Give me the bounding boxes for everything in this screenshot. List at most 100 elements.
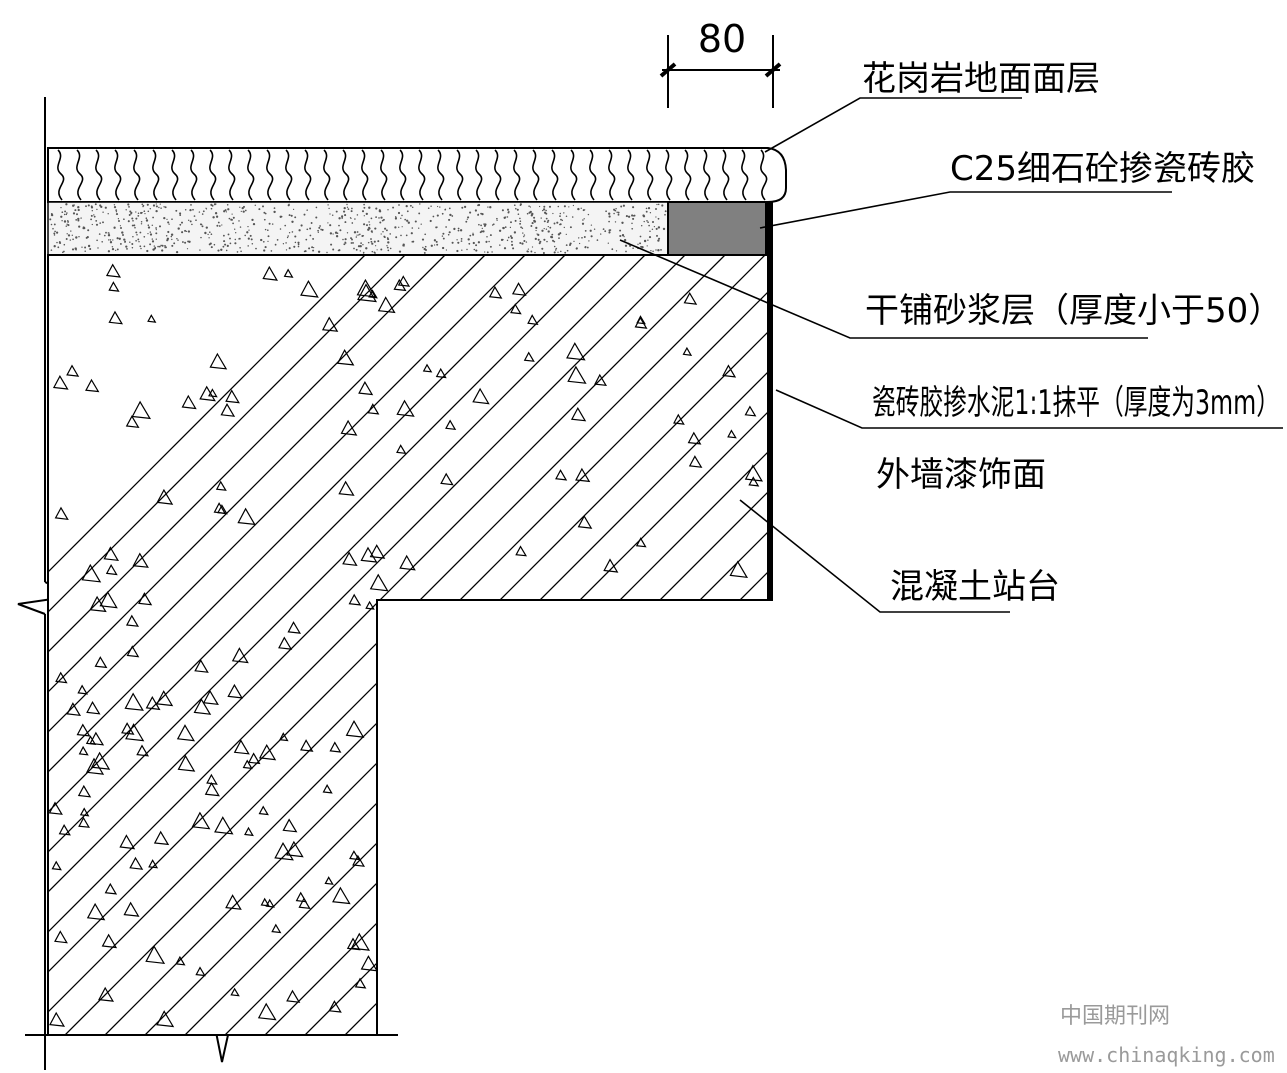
- aggregate-mark: [124, 692, 144, 711]
- mortar-dot: [222, 234, 225, 237]
- mortar-dot: [543, 227, 545, 230]
- aggregate-mark: [244, 826, 254, 837]
- mortar-dot: [565, 233, 567, 236]
- mortar-dot: [619, 229, 622, 232]
- mortar-dot: [119, 225, 122, 227]
- mortar-dot: [49, 218, 52, 221]
- mortar-dot: [332, 233, 334, 235]
- mortar-dot: [63, 220, 67, 223]
- mortar-dot: [135, 239, 137, 242]
- mortar-dot: [264, 246, 267, 249]
- mortar-dot: [419, 203, 421, 205]
- mortar-dot: [371, 242, 374, 245]
- mortar-dot: [362, 244, 364, 246]
- mortar-dot: [346, 206, 349, 208]
- aggregate-mark: [348, 593, 362, 606]
- mortar-dot: [117, 219, 121, 223]
- hatch-line: [739, 255, 768, 1035]
- mortar-dot: [368, 226, 371, 229]
- mortar-dot: [387, 241, 390, 244]
- mortar-dot: [445, 226, 447, 228]
- mortar-dot: [216, 224, 219, 227]
- mortar-dot: [118, 237, 121, 240]
- mortar-dot: [448, 207, 451, 210]
- mortar-dot: [547, 225, 549, 228]
- mortar-dot: [132, 219, 134, 222]
- granite-vein: [703, 149, 711, 201]
- mortar-dot: [211, 204, 214, 207]
- aggregate-mark: [673, 413, 685, 425]
- mortar-dot: [469, 211, 472, 214]
- mortar-dot: [85, 205, 87, 208]
- mortar-dot: [158, 245, 161, 248]
- aggregate-mark: [177, 754, 196, 772]
- mortar-dot: [274, 243, 277, 246]
- aggregate-mark: [194, 659, 209, 673]
- mortar-dot: [223, 240, 226, 243]
- aggregate-mark: [262, 265, 279, 281]
- aggregate-mark: [105, 563, 118, 576]
- mortar-dot: [168, 223, 170, 225]
- aggregate-mark: [156, 488, 174, 505]
- mortar-dot: [130, 212, 132, 215]
- mortar-dot: [135, 217, 138, 220]
- aggregate-mark: [321, 316, 339, 332]
- mortar-dot: [442, 237, 445, 240]
- mortar-dot: [486, 235, 488, 238]
- mortar-dot: [185, 230, 188, 233]
- mortar-dot: [187, 219, 190, 222]
- aggregate-mark: [575, 467, 591, 483]
- aggregate-mark: [145, 945, 166, 965]
- aggregate-mark: [635, 537, 647, 548]
- mortar-dot: [361, 210, 365, 213]
- aggregate-mark: [85, 378, 100, 393]
- mortar-dot: [442, 232, 445, 235]
- granite-vein: [152, 149, 160, 201]
- mortar-dot: [93, 214, 95, 216]
- mortar-dot: [236, 251, 239, 253]
- mortar-dot: [625, 250, 627, 253]
- label-granite-surface: 花岗岩地面面层: [862, 59, 1100, 99]
- mortar-dot: [254, 204, 257, 207]
- mortar-dot: [380, 216, 383, 219]
- mortar-dot: [273, 207, 276, 209]
- mortar-dot: [535, 226, 538, 230]
- mortar-dot: [78, 235, 80, 238]
- aggregate-mark: [54, 506, 69, 521]
- mortar-dot: [155, 209, 158, 213]
- aggregate-mark: [567, 365, 587, 384]
- mortar-dot: [131, 243, 134, 245]
- mortar-dot: [75, 236, 78, 239]
- mortar-dot: [357, 245, 361, 248]
- mortar-dot: [453, 227, 456, 231]
- mortar-dot: [140, 220, 143, 223]
- mortar-dot: [71, 248, 75, 251]
- mortar-dot: [232, 216, 235, 219]
- granite-vein: [646, 149, 654, 201]
- mortar-dot: [126, 248, 128, 250]
- mortar-dot: [344, 238, 347, 241]
- mortar-dot: [175, 250, 179, 254]
- mortar-dot: [151, 238, 154, 240]
- mortar-dot: [657, 226, 661, 229]
- mortar-dot: [414, 220, 417, 223]
- hatch-line: [860, 255, 1287, 1040]
- aggregate-mark: [286, 840, 304, 858]
- mortar-dot: [220, 248, 223, 251]
- hatch-line: [48, 255, 446, 1035]
- mortar-dot: [466, 218, 468, 220]
- mortar-dot: [258, 208, 261, 211]
- aggregate-mark: [352, 854, 366, 867]
- mortar-dot: [263, 211, 266, 214]
- mortar-dot: [66, 233, 68, 235]
- mortar-dot: [99, 222, 102, 224]
- aggregate-mark: [104, 882, 118, 895]
- mortar-dot: [657, 217, 660, 220]
- aggregate-mark: [338, 480, 355, 496]
- aggregate-mark: [233, 739, 250, 755]
- aggregate-mark: [125, 723, 145, 742]
- mortar-dot: [164, 246, 166, 249]
- mortar-dot: [356, 214, 359, 216]
- mortar-dot: [153, 245, 155, 247]
- mortar-dot: [242, 210, 245, 213]
